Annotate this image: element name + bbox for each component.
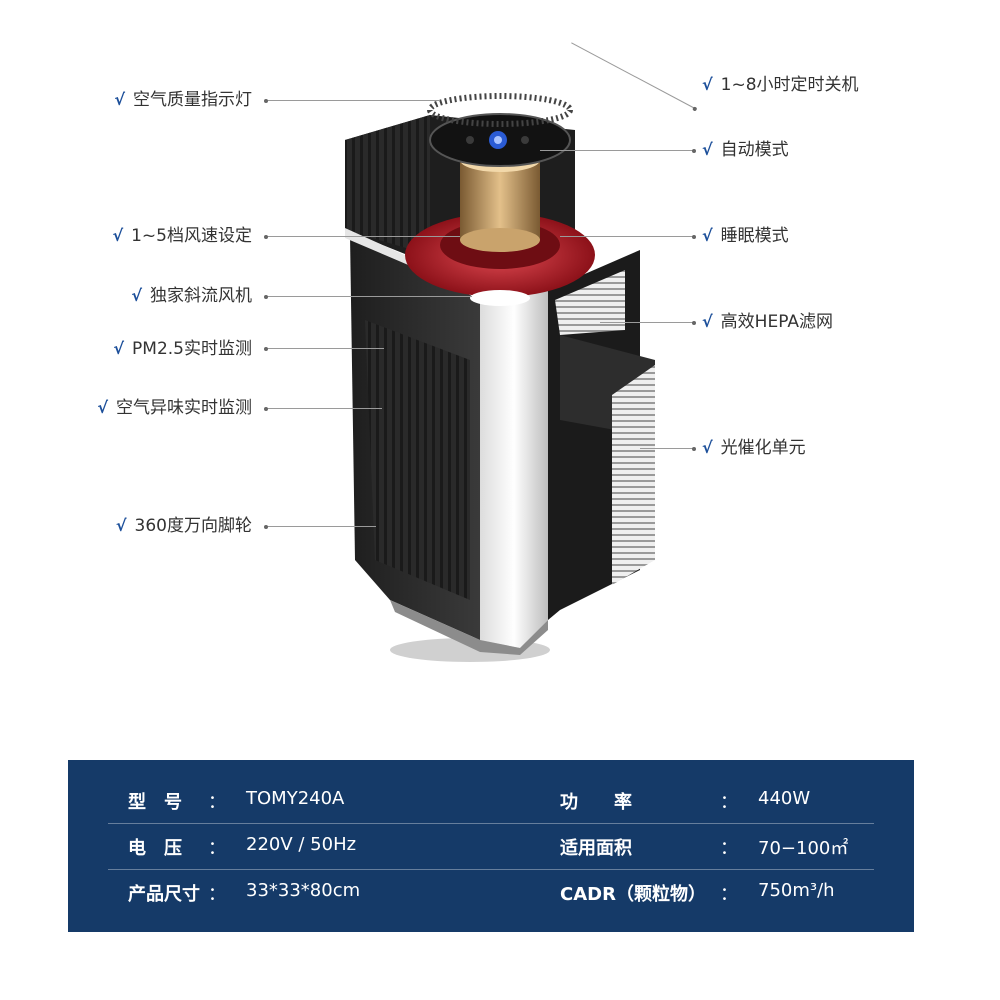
- feature-label: 高效HEPA滤网: [720, 312, 833, 332]
- feature-label: 1~5档风速设定: [131, 226, 252, 246]
- feature-label: 空气质量指示灯: [133, 90, 252, 110]
- leader-casters: [264, 524, 376, 529]
- feature-label: 360度万向脚轮: [134, 516, 252, 536]
- feature-casters: √ 360度万向脚轮: [116, 515, 252, 537]
- indicator-core: [494, 136, 502, 144]
- spec-label-area: 适用面积: [560, 838, 632, 859]
- spec-colon: ：: [208, 884, 226, 905]
- leader-hepa: [600, 320, 696, 325]
- top-trim: [345, 228, 420, 270]
- feature-label: 自动模式: [720, 140, 789, 160]
- spec-value-cadr: 750m³/h: [758, 880, 835, 901]
- spec-label-model: 型 号: [128, 792, 182, 813]
- row-divider: [108, 823, 874, 824]
- check-icon: √: [115, 516, 127, 535]
- leader-photocatalytic: [640, 446, 696, 451]
- feature-label: 1~8小时定时关机: [720, 75, 859, 95]
- feature-auto-mode: √ 自动模式: [702, 139, 789, 161]
- feature-odor-monitor: √ 空气异味实时监测: [97, 397, 252, 419]
- leader-fan: [264, 294, 472, 299]
- silver-corner: [480, 290, 548, 648]
- feature-label: 睡眠模式: [720, 226, 789, 246]
- air-purifier-illustration: [345, 93, 655, 662]
- spec-colon: ：: [208, 792, 226, 813]
- feature-hepa-filter: √ 高效HEPA滤网: [702, 311, 833, 333]
- feature-fan-speed: √ 1~5档风速设定: [112, 225, 252, 247]
- check-icon: √: [131, 286, 142, 305]
- leader-pm25: [264, 346, 384, 351]
- leader-sleep: [560, 234, 696, 239]
- spec-value-model: TOMY240A: [246, 788, 345, 809]
- row-divider: [108, 869, 874, 870]
- leader-air-quality: [264, 98, 440, 103]
- photocatalytic-unit: [612, 365, 655, 585]
- hepa-filter: [555, 270, 625, 335]
- check-icon: √: [113, 339, 125, 358]
- top-grille-ring: [427, 93, 573, 127]
- check-icon: √: [112, 226, 124, 245]
- spec-label-cadr: CADR（颗粒物）: [560, 884, 706, 905]
- vent-grille: [365, 320, 470, 600]
- check-icon: √: [702, 312, 713, 331]
- check-icon: √: [97, 398, 108, 417]
- spec-label-voltage: 电 压: [128, 838, 182, 859]
- motor-base: [460, 228, 540, 252]
- feature-air-quality-light: √ 空气质量指示灯: [114, 89, 252, 111]
- feature-label: 光催化单元: [720, 438, 806, 458]
- motor-core: [460, 160, 540, 240]
- feature-label: 独家斜流风机: [150, 286, 252, 306]
- feature-timer: √ 1~8小时定时关机: [702, 74, 859, 96]
- feature-photocatalytic: √ 光催化单元: [702, 437, 806, 459]
- timer-button-icon: [521, 136, 529, 144]
- check-icon: √: [702, 140, 713, 159]
- feature-pm25-monitor: √ PM2.5实时监测: [113, 338, 252, 360]
- spec-value-voltage: 220V / 50Hz: [246, 834, 357, 855]
- spec-colon: ：: [720, 792, 738, 813]
- feature-sleep-mode: √ 睡眠模式: [702, 225, 789, 247]
- feature-label: 空气异味实时监测: [116, 398, 252, 418]
- feature-diagonal-fan: √ 独家斜流风机: [131, 285, 252, 307]
- check-icon: √: [702, 226, 713, 245]
- check-icon: √: [702, 75, 713, 94]
- leader-auto: [540, 148, 696, 153]
- leader-fan-speed: [264, 234, 460, 239]
- feature-label: PM2.5实时监测: [132, 339, 252, 359]
- top-vent: [345, 115, 430, 255]
- spec-row: 产品尺寸 ： 33*33*80cm CADR（颗粒物） ： 750m³/h: [108, 870, 874, 916]
- check-icon: √: [114, 90, 125, 109]
- spec-label-size: 产品尺寸: [128, 884, 200, 905]
- spec-value-area: 70−100㎡: [758, 838, 849, 859]
- spec-row: 型 号 ： TOMY240A 功 率 ： 440W: [108, 778, 874, 824]
- spec-colon: ：: [720, 838, 738, 859]
- mode-button-icon: [466, 136, 474, 144]
- caster-base: [390, 600, 548, 655]
- spec-label-power: 功 率: [560, 792, 632, 813]
- spec-row: 电 压 ： 220V / 50Hz 适用面积 ： 70−100㎡: [108, 824, 874, 870]
- spec-colon: ：: [720, 884, 738, 905]
- spec-value-size: 33*33*80cm: [246, 880, 361, 901]
- check-icon: √: [702, 438, 713, 457]
- spec-value-power: 440W: [758, 788, 811, 809]
- spec-table: 型 号 ： TOMY240A 功 率 ： 440W 电 压 ： 220V / 5…: [68, 760, 914, 932]
- fan-lower-ring: [470, 290, 530, 306]
- leader-odor: [264, 406, 382, 411]
- spec-colon: ：: [208, 838, 226, 859]
